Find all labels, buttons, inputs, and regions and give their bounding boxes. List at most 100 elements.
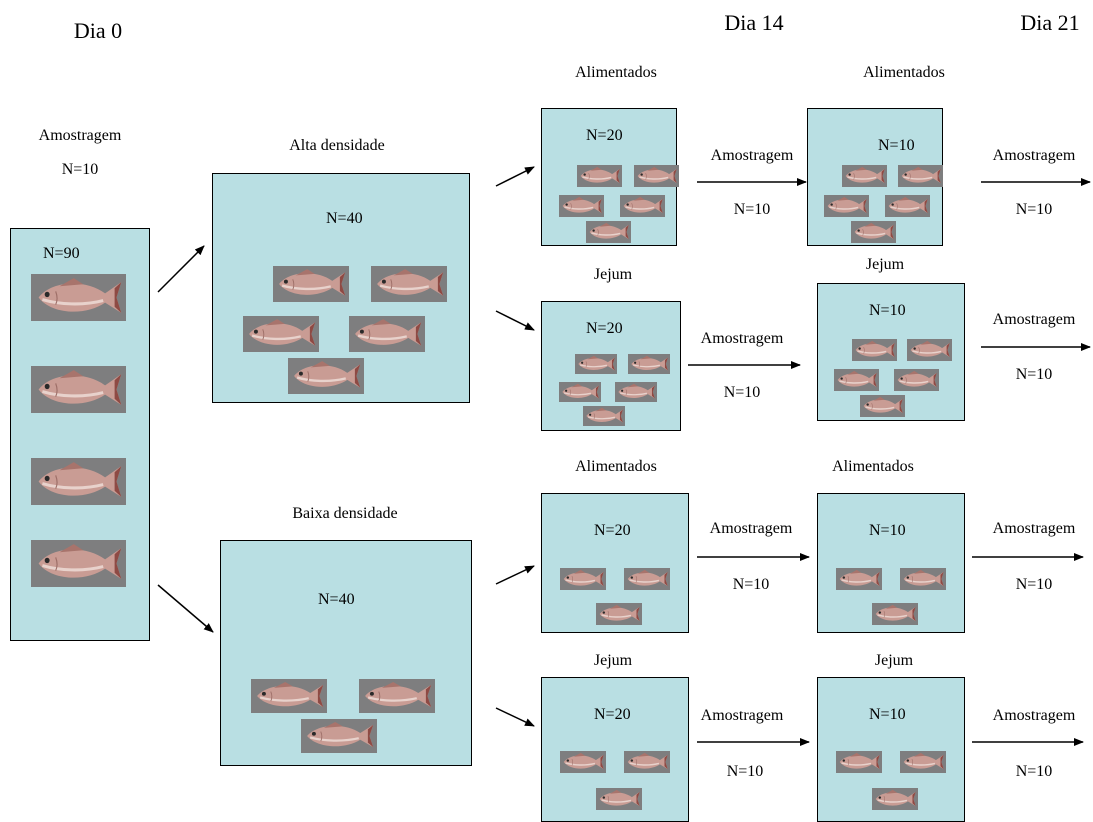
fish-icon — [860, 395, 905, 417]
high-density-label: Alta densidade — [289, 137, 385, 154]
fish-icon — [31, 274, 126, 321]
tank-n: N=10 — [878, 137, 915, 154]
tank-n: N=20 — [594, 706, 631, 723]
fish-icon — [273, 266, 349, 302]
fish-icon — [894, 369, 939, 391]
fish-icon — [834, 369, 879, 391]
sampling-label: Amostragem — [700, 330, 784, 347]
fish-icon — [852, 339, 897, 361]
low-density-label: Baixa densidade — [292, 505, 398, 522]
sampling-label: Amostragem — [992, 707, 1076, 724]
tank-day21-low-fasting: N=10 — [817, 677, 965, 822]
sampling-label: Amostragem — [992, 147, 1076, 164]
fish-icon — [620, 195, 665, 217]
arrow-icon — [495, 166, 535, 187]
sampling-n: N=10 — [1015, 576, 1053, 593]
fish-icon — [243, 316, 319, 352]
tank-day21-low-fed: N=10 — [817, 493, 965, 633]
fish-icon — [836, 751, 882, 773]
group-label-fed: Alimentados — [863, 64, 945, 81]
group-label-fed: Alimentados — [832, 458, 914, 475]
tank-day21-high-fed: N=10 — [807, 108, 943, 246]
fish-icon — [349, 316, 425, 352]
arrow-icon — [495, 310, 535, 331]
group-label-fed: Alimentados — [575, 458, 657, 475]
sampling-label: Amostragem — [709, 520, 793, 537]
fish-icon — [624, 751, 670, 773]
low-density-tank: N=40 — [220, 540, 472, 766]
fish-icon — [872, 788, 918, 810]
day-14-label: Dia 14 — [724, 10, 784, 35]
fish-icon — [559, 195, 604, 217]
fish-icon — [31, 366, 126, 413]
group-label-fasting: Jejum — [865, 256, 905, 273]
tank-n: N=20 — [594, 522, 631, 539]
fish-icon — [628, 354, 670, 374]
group-label-fasting: Jejum — [593, 652, 633, 669]
arrow-icon — [157, 245, 205, 293]
initial-tank: N=90 — [10, 228, 150, 641]
sampling-label: Amostragem — [992, 311, 1076, 328]
group-label-fasting: Jejum — [874, 652, 914, 669]
tank-day14-high-fasting: N=20 — [541, 301, 681, 431]
initial-tank-n: N=90 — [43, 245, 80, 262]
sampling-n: N=10 — [723, 384, 761, 401]
tank-n: N=20 — [586, 320, 623, 337]
sampling-label: Amostragem — [700, 707, 784, 724]
low-density-n: N=40 — [318, 591, 355, 608]
fish-icon — [583, 406, 625, 426]
tank-day21-high-fasting: N=10 — [817, 283, 965, 421]
fish-icon — [560, 568, 606, 590]
fish-icon — [559, 382, 601, 402]
fish-icon — [596, 788, 642, 810]
tank-n: N=10 — [869, 706, 906, 723]
fish-icon — [900, 751, 946, 773]
fish-icon — [624, 568, 670, 590]
sampling-n: N=10 — [726, 763, 764, 780]
sampling-n: N=10 — [1015, 763, 1053, 780]
fish-icon — [251, 679, 327, 713]
group-label-fasting: Jejum — [593, 266, 633, 283]
day-21-label: Dia 21 — [1020, 10, 1080, 35]
fish-icon — [560, 751, 606, 773]
sampling-n: N=10 — [732, 576, 770, 593]
sampling-label: Amostragem — [710, 147, 794, 164]
arrow-icon — [495, 565, 535, 585]
fish-icon — [836, 568, 882, 590]
arrow-icon — [495, 707, 535, 727]
group-label-fed: Alimentados — [575, 64, 657, 81]
fish-icon — [577, 165, 622, 187]
sampling-n: N=10 — [733, 201, 771, 218]
fish-icon — [898, 165, 943, 187]
tank-n: N=10 — [869, 302, 906, 319]
fish-icon — [900, 568, 946, 590]
fish-icon — [288, 358, 364, 394]
fish-icon — [842, 165, 887, 187]
sampling-n: N=10 — [1015, 366, 1053, 383]
fish-icon — [615, 382, 657, 402]
initial-sampling-label: Amostragem — [38, 127, 122, 144]
fish-icon — [31, 458, 126, 505]
fish-icon — [359, 679, 435, 713]
fish-icon — [824, 195, 869, 217]
fish-icon — [851, 221, 896, 243]
tank-day14-high-fed: N=20 — [541, 108, 679, 246]
tank-day14-low-fed: N=20 — [541, 493, 689, 633]
tank-n: N=10 — [869, 522, 906, 539]
tank-n: N=20 — [586, 127, 623, 144]
fish-icon — [301, 719, 377, 753]
tank-day14-low-fasting: N=20 — [541, 677, 689, 822]
high-density-tank: N=40 — [212, 173, 470, 403]
fish-icon — [371, 266, 447, 302]
fish-icon — [872, 603, 918, 625]
high-density-n: N=40 — [326, 210, 363, 227]
fish-icon — [586, 221, 631, 243]
sampling-n: N=10 — [1015, 201, 1053, 218]
initial-sampling-n: N=10 — [61, 161, 99, 178]
fish-icon — [634, 165, 679, 187]
arrow-icon — [157, 584, 214, 633]
sampling-label: Amostragem — [992, 520, 1076, 537]
fish-icon — [575, 354, 617, 374]
day-0-label: Dia 0 — [73, 18, 123, 43]
fish-icon — [885, 195, 930, 217]
